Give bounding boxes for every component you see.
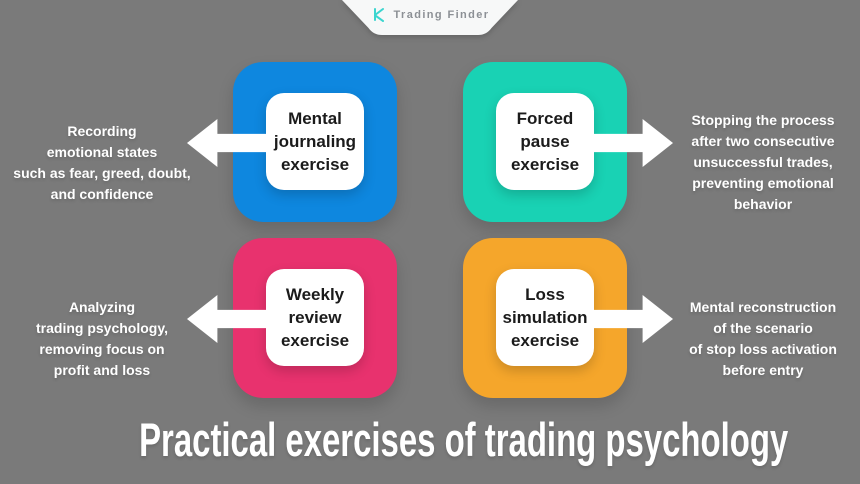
exercise-card: Loss simulation exercise (496, 269, 594, 366)
exercise-label: Weekly review exercise (280, 285, 350, 350)
exercise-description-loss-simulation: Mental reconstruction of the scenario of… (689, 299, 837, 378)
badge-shape (342, 0, 518, 35)
exercise-label: Forced pause exercise (510, 109, 580, 174)
exercise-card: Mental journaling exercise (266, 93, 364, 190)
brand-lockup: Trading Finder (342, 0, 518, 30)
brand-badge: Trading Finder (342, 0, 518, 36)
exercise-description-mental-journaling: Recording emotional states such as fear,… (13, 123, 191, 202)
exercise-card: Weekly review exercise (266, 269, 364, 366)
exercise-tile-loss-simulation: Loss simulation exercise (463, 238, 627, 398)
exercise-description-weekly-review: Analyzing trading psychology, removing f… (36, 299, 168, 378)
exercise-label: Mental journaling exercise (273, 109, 357, 174)
page-title: Practical exercises of trading psycholog… (0, 413, 860, 467)
brand-name: Trading Finder (393, 9, 490, 21)
trading-finder-monogram-icon (373, 8, 384, 22)
exercise-description-forced-pause: Stopping the process after two consecuti… (691, 112, 835, 212)
exercise-card: Forced pause exercise (496, 93, 594, 190)
page-title-text: Practical exercises of trading psycholog… (139, 413, 789, 466)
exercise-label: Loss simulation exercise (502, 285, 588, 350)
